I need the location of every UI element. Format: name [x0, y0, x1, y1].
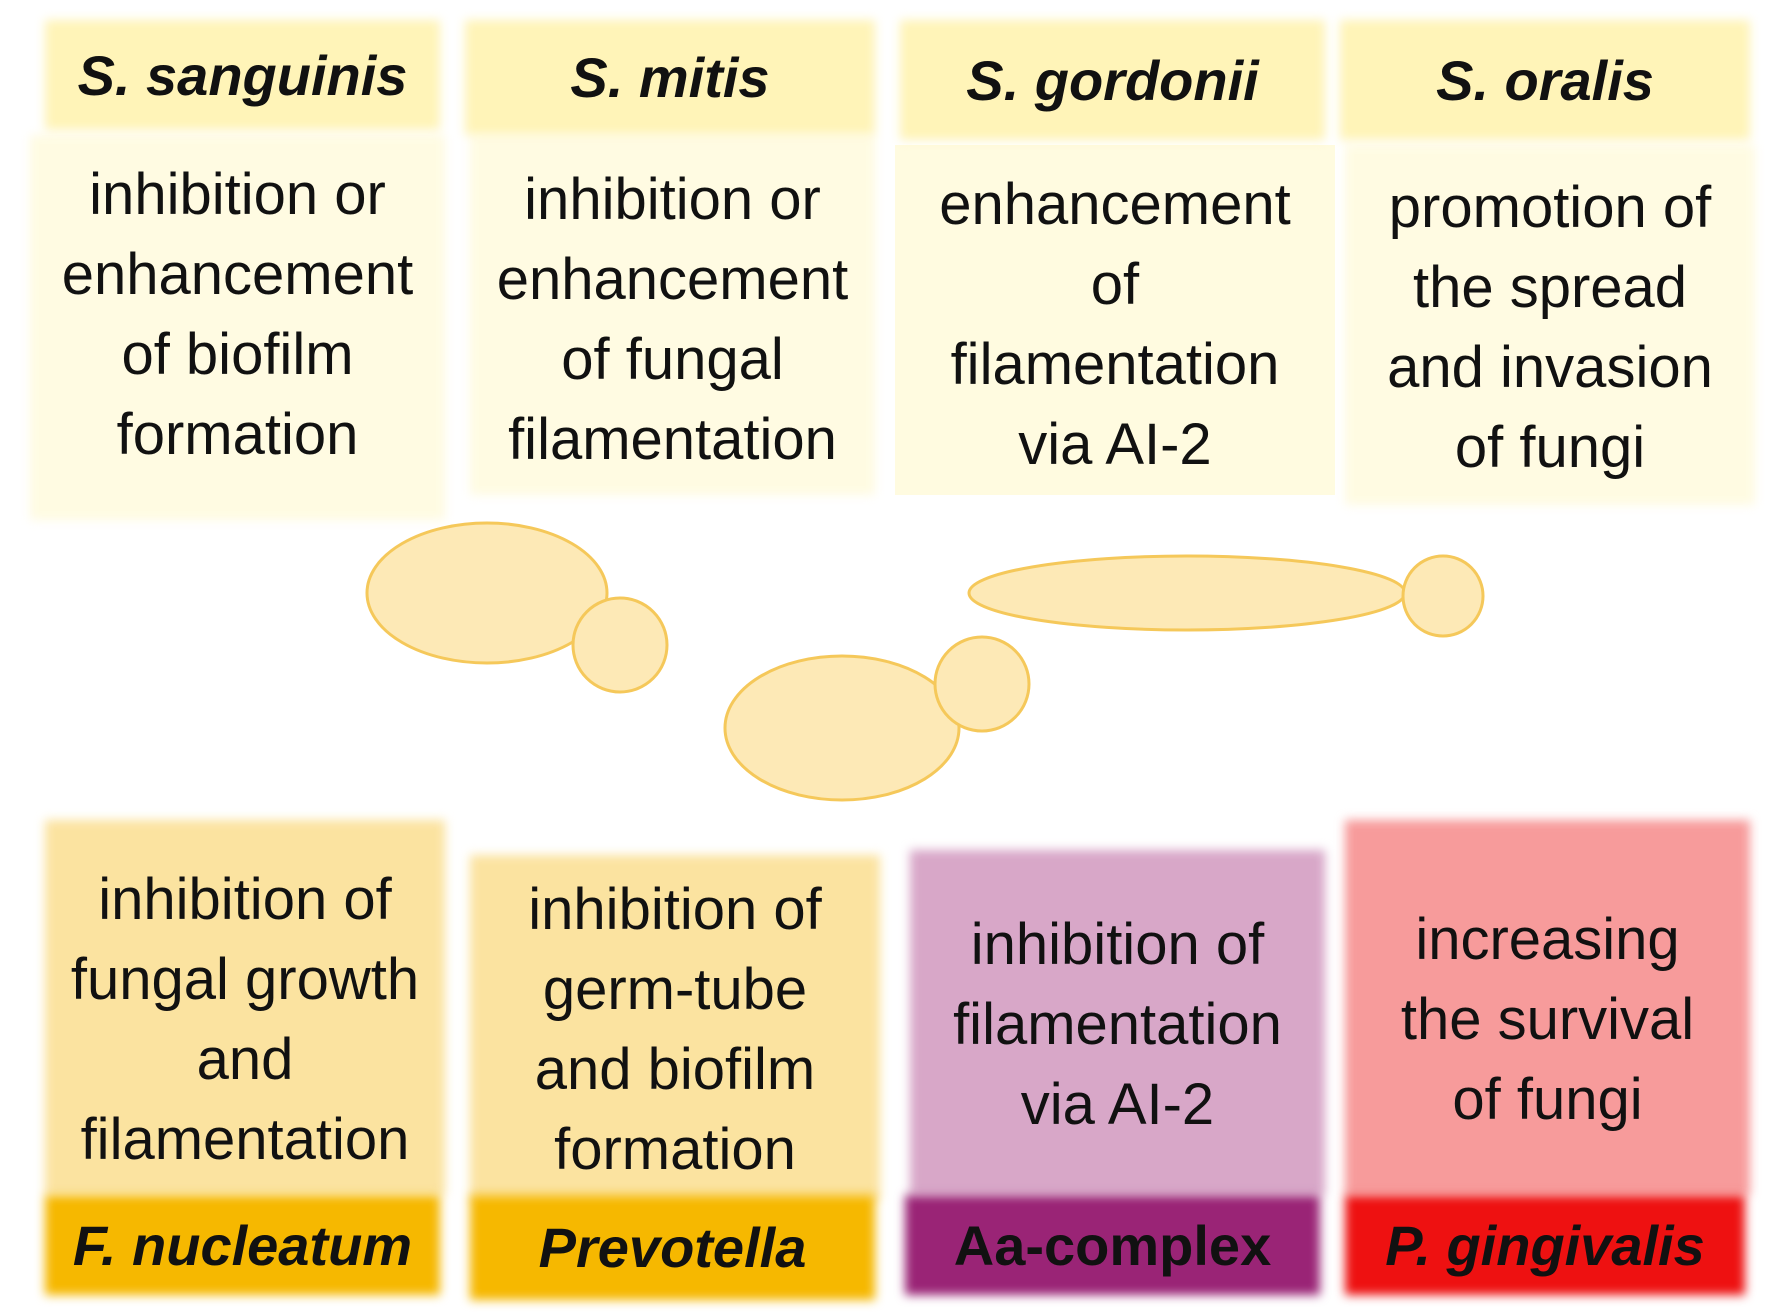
bottom-label-bg-4: [1345, 1195, 1745, 1295]
yeast-cell-middle-mother: [723, 654, 961, 802]
yeast-cell-left-bud: [571, 596, 669, 694]
bottom-panel-title-2: Prevotella: [538, 1216, 807, 1279]
bottom-panel-bg-4: [1345, 820, 1750, 1195]
bottom-panel-title-1: F. nucleatum: [72, 1213, 413, 1277]
top-panel-effect-3: enhancement of filamentation via AI-2: [939, 172, 1291, 477]
bottom-label-bg-2: [470, 1195, 875, 1300]
bottom-label-bg-3: [905, 1195, 1320, 1295]
top-panel-effect-2: inhibition or enhancement of fungal fila…: [496, 167, 849, 472]
bottom-panel-bg-2: [470, 855, 880, 1200]
top-panel-bg-4: [1345, 145, 1755, 505]
bottom-panel-effect-3: inhibition of filamentation via AI-2: [953, 912, 1282, 1137]
bottom-panel-title-3: Aa-complex: [953, 1213, 1272, 1277]
top-panel-bg-2: [470, 135, 875, 495]
bottom-panel-title-4: P. gingivalis: [1385, 1213, 1705, 1277]
top-header-bg-3: [900, 20, 1325, 140]
yeast-cell-middle-bud: [933, 635, 1031, 733]
hypha-bud: [1401, 554, 1485, 638]
top-header-bg-2: [465, 20, 875, 135]
bottom-panel-effect-1: inhibition of fungal growth and filament…: [70, 867, 420, 1172]
bottom-panel-effect-4: increasing the survival of fungi: [1400, 907, 1695, 1132]
top-panel-title-3: S. gordonii: [966, 48, 1259, 112]
top-panel-effect-4: promotion of the spread and invasion of …: [1387, 174, 1713, 480]
top-panel-title-2: S. mitis: [570, 46, 770, 109]
bottom-label-bg-1: [45, 1195, 440, 1295]
top-panel-bg-1: [30, 135, 445, 520]
bottom-panel-effect-2: inhibition of germ-tube and biofilm form…: [528, 877, 822, 1182]
top-panel-effect-1: inhibition or enhancement of biofilm for…: [61, 162, 414, 467]
hypha-cell: [967, 554, 1407, 632]
bottom-panel-bg-1: [45, 820, 445, 1195]
top-panel-title-1: S. sanguinis: [77, 43, 408, 107]
top-header-bg-1: [45, 20, 440, 130]
top-panel-bg-3: [895, 145, 1335, 495]
yeast-cell-left-mother: [365, 521, 609, 665]
top-panel-title-4: S. oralis: [1436, 48, 1654, 112]
bottom-panel-bg-3: [910, 850, 1325, 1195]
top-header-bg-4: [1340, 20, 1750, 140]
